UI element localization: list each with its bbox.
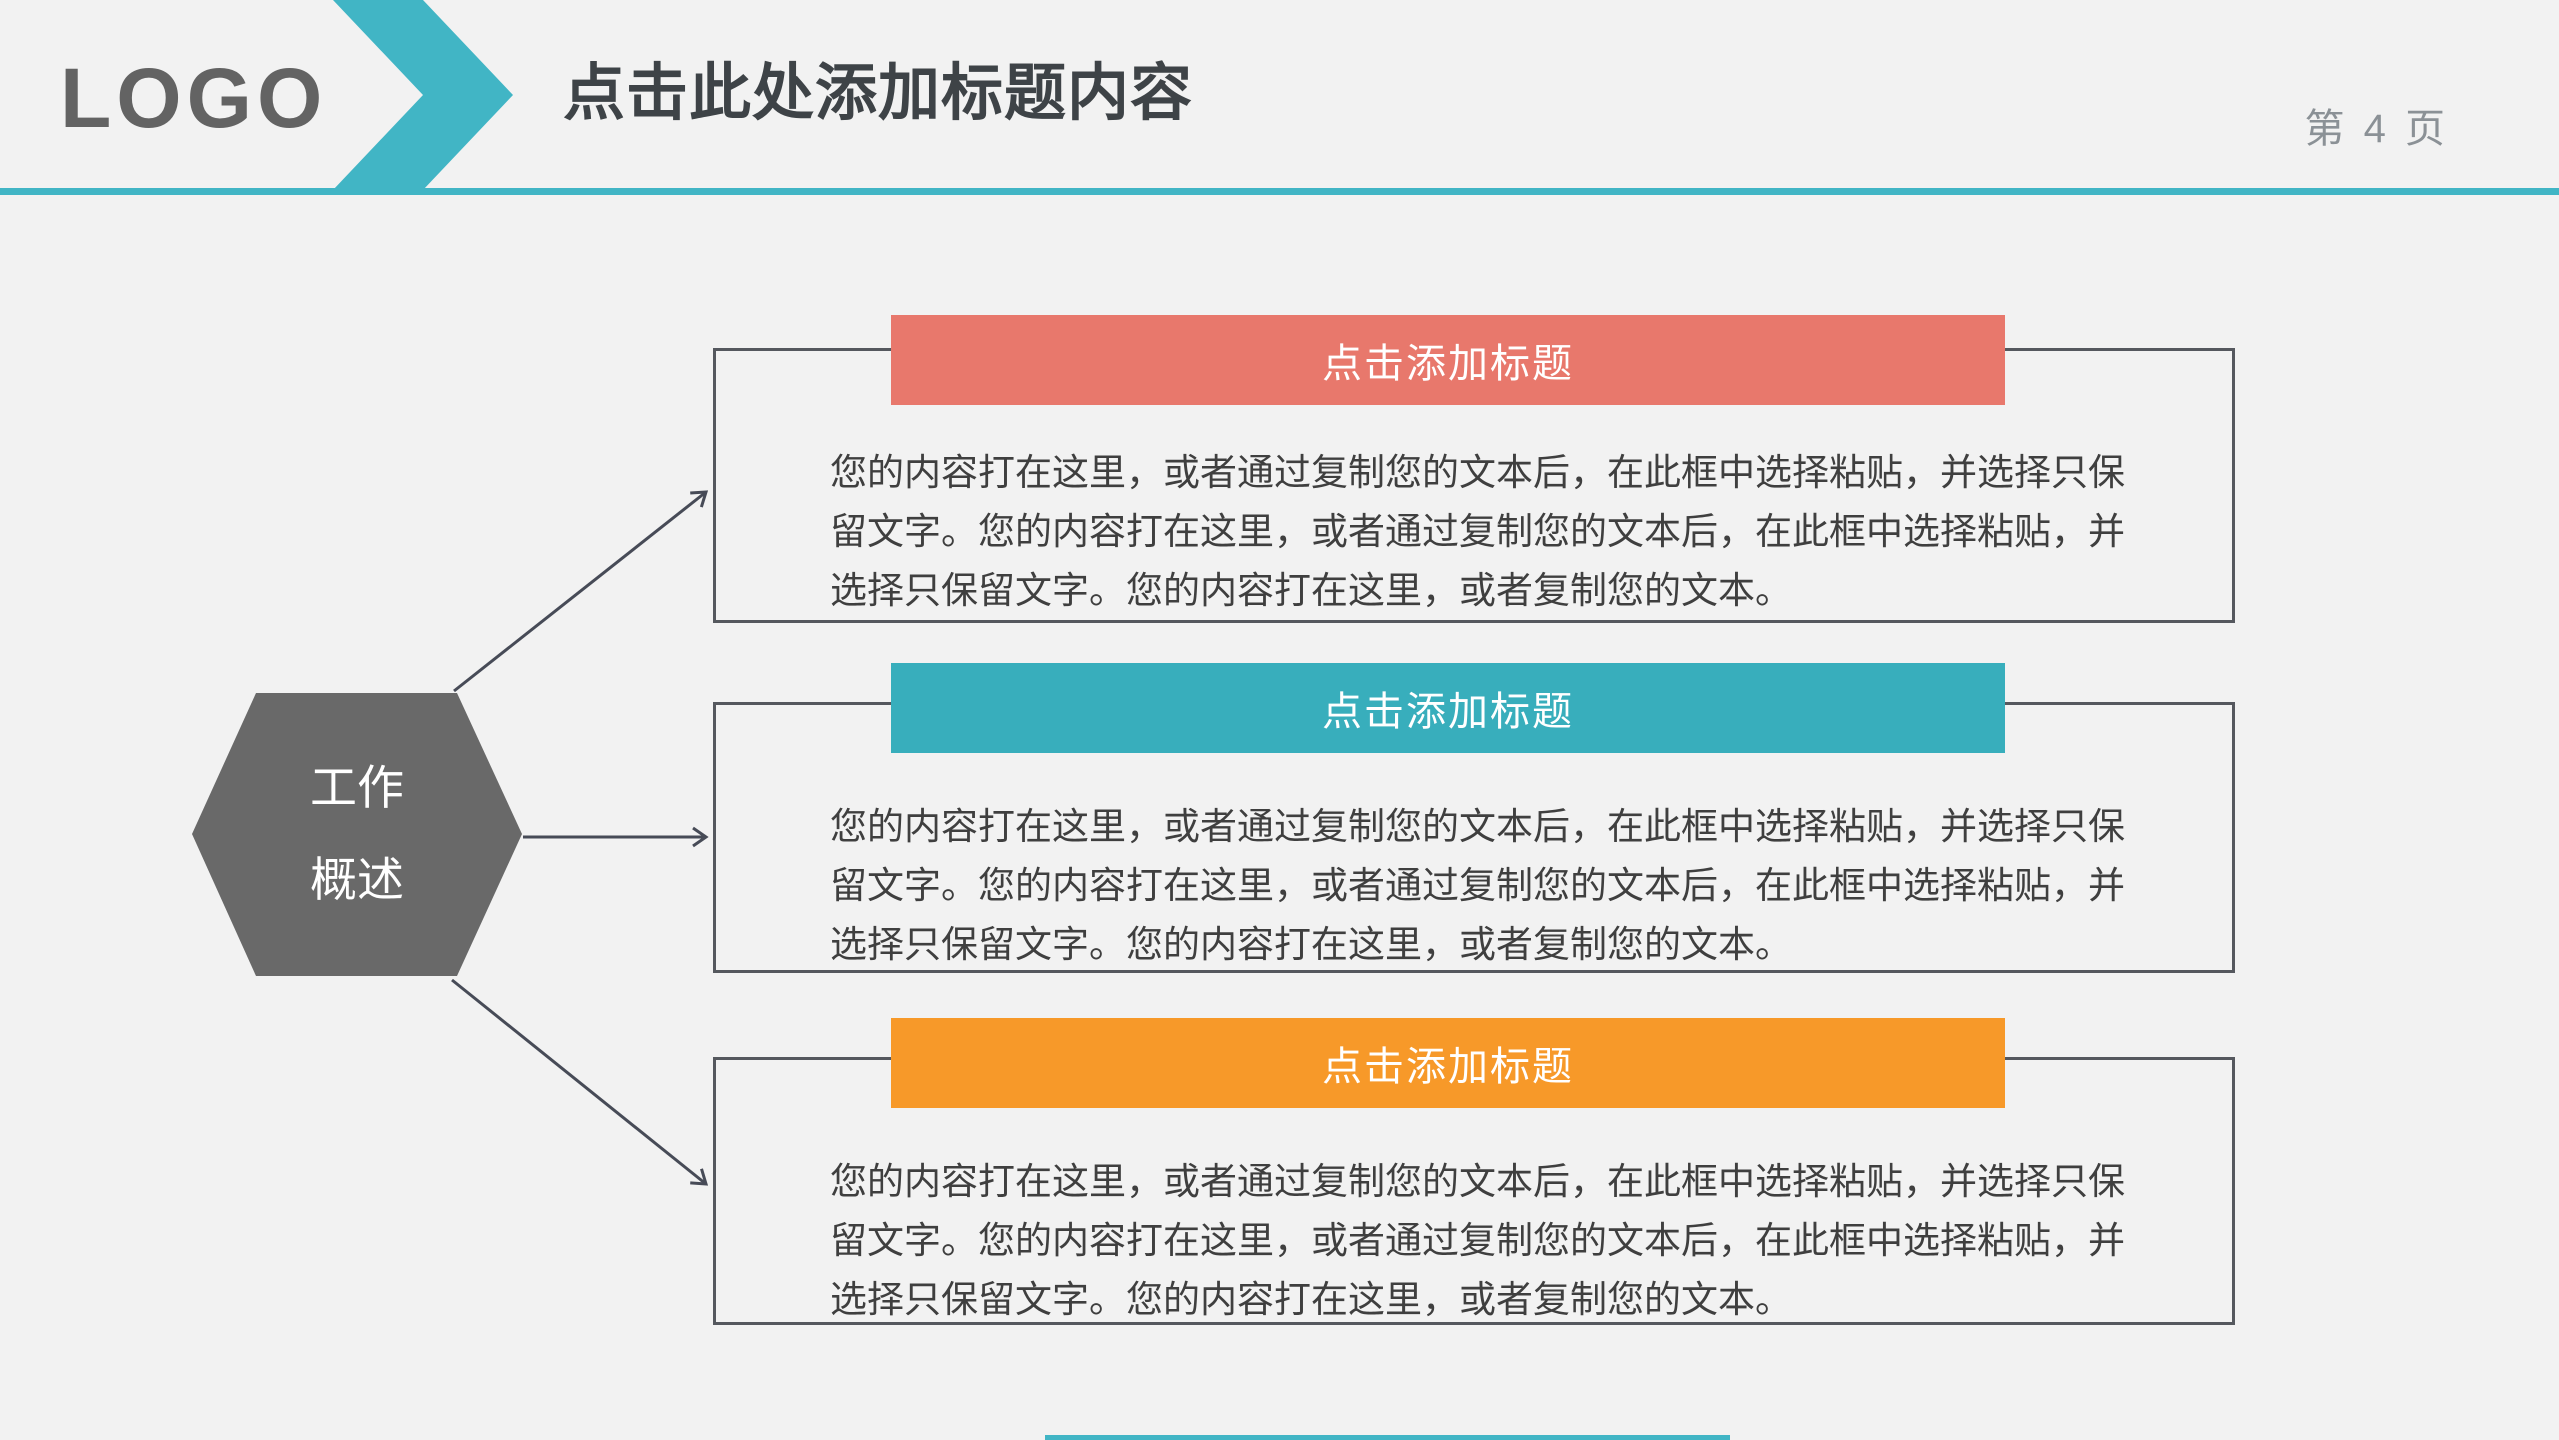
bottom-accent-line: [1045, 1435, 1730, 1440]
section-title-bar-1[interactable]: 点击添加标题: [891, 315, 2005, 405]
page-number: 第 4 页: [2304, 107, 2449, 151]
section-body-3[interactable]: 您的内容打在这里，或者通过复制您的文本后，在此框中选择粘贴，并选择只保留文字。您…: [830, 1161, 2125, 1320]
section-body-2[interactable]: 您的内容打在这里，或者通过复制您的文本后，在此框中选择粘贴，并选择只保留文字。您…: [830, 806, 2125, 965]
chevron-shape: [333, 0, 513, 190]
hexagon-shape: [192, 693, 522, 976]
hexagon-label-line1: 工作: [310, 761, 404, 814]
connector-arrow-top: [453, 490, 709, 693]
section-body-1[interactable]: 您的内容打在这里，或者通过复制您的文本后，在此框中选择粘贴，并选择只保留文字。您…: [830, 452, 2125, 611]
section-title-bar-3[interactable]: 点击添加标题: [891, 1018, 2005, 1108]
section-title-bar-2[interactable]: 点击添加标题: [891, 663, 2005, 753]
connector-arrow-bottom: [451, 978, 709, 1186]
header-divider: [0, 188, 2559, 195]
content-panel-3: 点击添加标题 您的内容打在这里，或者通过复制您的文本后，在此框中选择粘贴，并选择…: [713, 1018, 2235, 1325]
slide-title-placeholder[interactable]: 点击此处添加标题内容: [563, 59, 1194, 128]
logo-text: LOGO: [60, 51, 328, 145]
chevron-right-icon: [333, 0, 513, 190]
content-panel-1: 点击添加标题 您的内容打在这里，或者通过复制您的文本后，在此框中选择粘贴，并选择…: [713, 315, 2235, 623]
content-panel-2: 点击添加标题 您的内容打在这里，或者通过复制您的文本后，在此框中选择粘贴，并选择…: [713, 663, 2235, 973]
section-title-text-1: 点击添加标题: [1322, 342, 1574, 386]
section-title-text-2: 点击添加标题: [1322, 690, 1574, 734]
hexagon-label-line2: 概述: [310, 853, 404, 906]
hexagon-polygon: [192, 693, 522, 976]
section-title-text-3: 点击添加标题: [1322, 1045, 1574, 1089]
hexagon-label: 工作 概述: [192, 742, 522, 926]
